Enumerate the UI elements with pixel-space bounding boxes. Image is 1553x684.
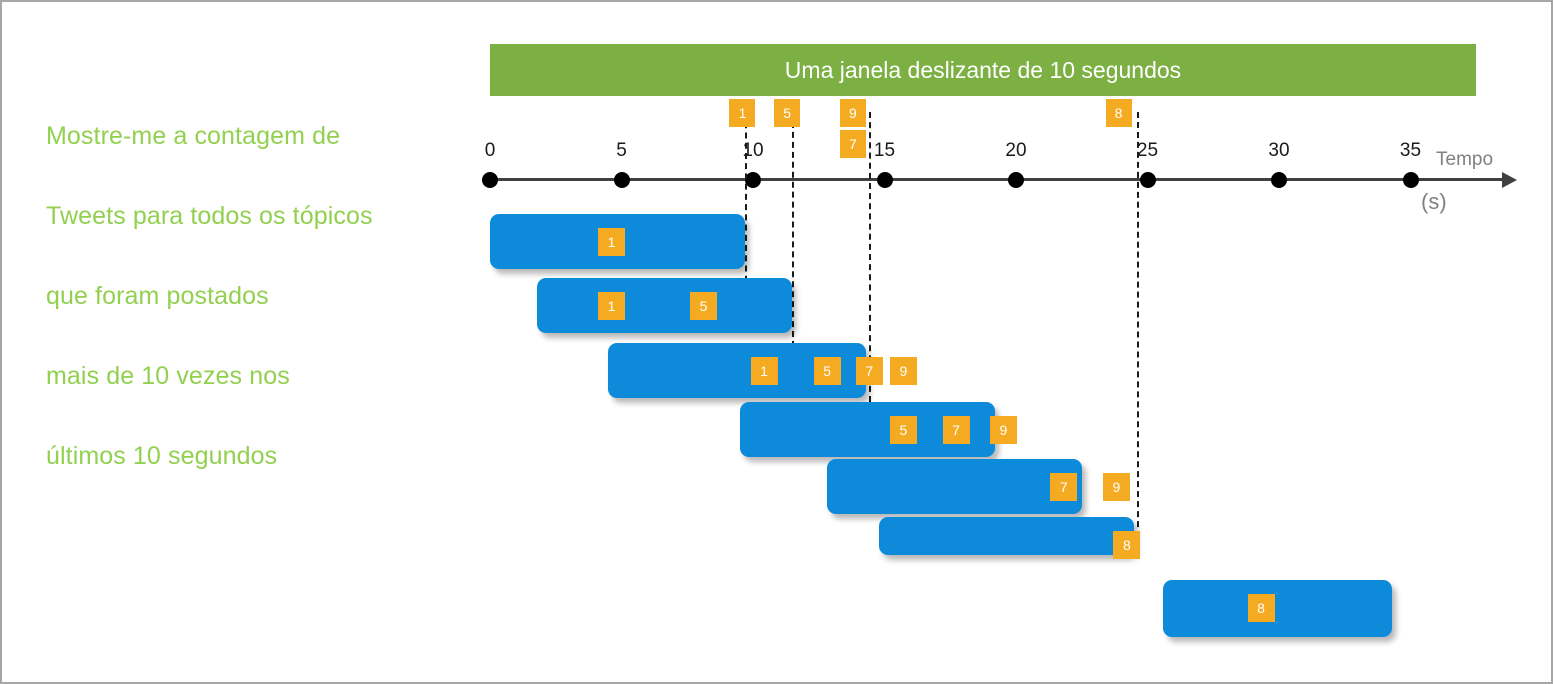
tweet-badge: 7 <box>942 416 970 444</box>
axis-tick-label: 10 <box>742 140 764 161</box>
axis-tick-dot <box>876 172 893 188</box>
guide-line <box>868 112 871 402</box>
tweet-badge: 9 <box>1102 473 1130 501</box>
tweet-badge: 9 <box>889 357 917 385</box>
axis-tick-dot <box>482 172 498 188</box>
tweet-badge: 5 <box>813 357 841 385</box>
timeline-axis <box>488 178 1510 181</box>
axis-unit-label: (s) <box>1421 189 1447 214</box>
guide-line <box>745 112 748 292</box>
axis-tick-dot <box>1402 172 1419 188</box>
axis-tick-dot <box>613 172 630 188</box>
tweet-badge: 1 <box>597 292 625 320</box>
axis-tick-label: 35 <box>1399 140 1422 161</box>
question-line-4: mais de 10 vezes nos <box>46 362 290 390</box>
axis-tick-dot <box>1271 172 1287 188</box>
tweet-badge: 7 <box>1050 473 1078 501</box>
axis-tick-label: 5 <box>616 140 627 161</box>
guide-line <box>1136 112 1139 557</box>
question-text: Mostre-me a contagem de Tweets para todo… <box>46 76 466 476</box>
axis-tick-label: 25 <box>1136 140 1159 161</box>
question-line-5: últimos 10 segundos <box>46 442 278 470</box>
tweet-badge: 7 <box>855 357 883 385</box>
question-line-2: Tweets para todos os tópicos <box>46 202 373 230</box>
axis-tick-label: 15 <box>873 140 896 161</box>
axis-tick-dot <box>1008 172 1024 188</box>
axis-name-label: Tempo <box>1436 149 1494 170</box>
axis-tick-label: 20 <box>1005 140 1027 161</box>
axis-tick-label: 30 <box>1268 140 1290 161</box>
guide-line <box>792 112 795 347</box>
question-line-3: que foram postados <box>46 282 269 310</box>
tweet-badge: 5 <box>889 416 917 444</box>
tweet-badge: 8 <box>1247 594 1275 622</box>
tweet-badge: 7 <box>839 130 866 158</box>
tweet-badge: 8 <box>1113 531 1141 559</box>
tweet-badge: 1 <box>750 357 778 385</box>
tweet-badge: 5 <box>690 292 718 320</box>
axis-tick-dot <box>1139 172 1156 188</box>
window-bar <box>879 517 1135 555</box>
axis-tick-dot <box>745 172 761 188</box>
sliding-window-banner: Uma janela deslizante de 10 segundos <box>490 44 1476 96</box>
tweet-badge: 1 <box>597 228 625 256</box>
sliding-window-banner-label: Uma janela deslizante de 10 segundos <box>784 56 1182 83</box>
axis-tick-label: 0 <box>484 140 496 161</box>
tweet-badge: 8 <box>1105 99 1132 127</box>
timeline-arrow-icon <box>1502 172 1517 188</box>
window-bar <box>1163 580 1393 637</box>
window-bar <box>537 278 793 333</box>
tweet-badge: 5 <box>774 99 801 127</box>
window-bar <box>826 459 1082 514</box>
tweet-badge: 9 <box>839 99 866 127</box>
tweet-badge: 1 <box>729 99 756 127</box>
question-line-1: Mostre-me a contagem de <box>46 122 341 150</box>
tweet-badge: 9 <box>989 416 1017 444</box>
